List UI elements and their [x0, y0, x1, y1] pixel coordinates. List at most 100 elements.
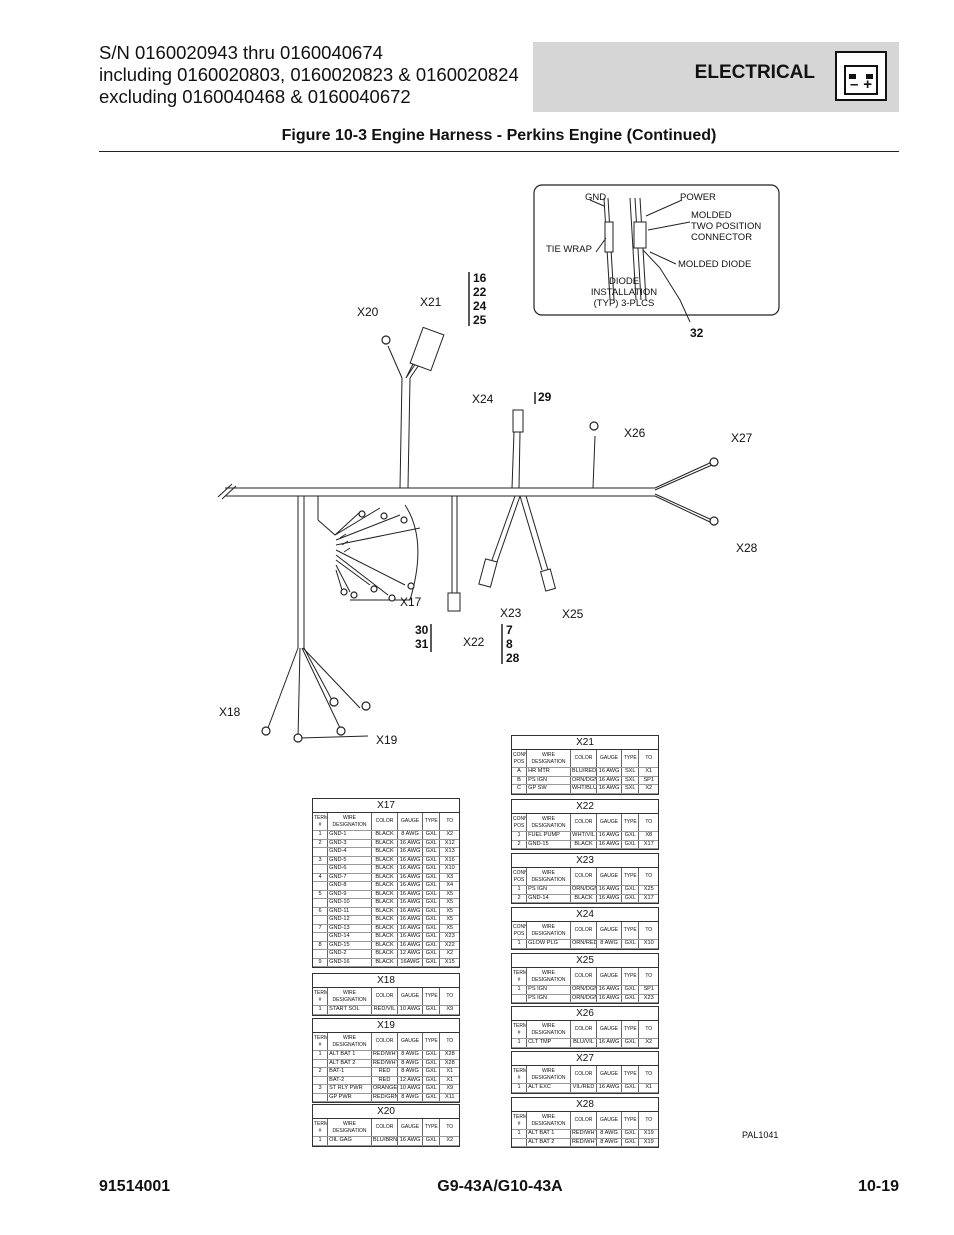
table-cell: GXL: [422, 949, 441, 959]
column-header: TO: [638, 1021, 658, 1039]
column-header: TO: [638, 968, 658, 986]
table-cell: X9: [439, 1084, 459, 1094]
table-cell: GXL: [422, 958, 441, 967]
table-cell: [313, 932, 329, 942]
column-header: TERM #: [313, 1033, 329, 1051]
column-header: CONN POS: [512, 750, 528, 768]
column-header: GAUGE: [397, 1033, 423, 1051]
section-header-box: ELECTRICAL – +: [533, 42, 899, 112]
table-cell: 12 AWG: [397, 949, 423, 959]
table-cell: GXL: [422, 1136, 441, 1146]
label-x22: X22: [463, 635, 485, 649]
column-header: TYPE: [621, 1021, 640, 1039]
table-cell: BLACK: [371, 847, 399, 857]
table-cell: 2: [512, 840, 528, 849]
column-header: GAUGE: [596, 868, 622, 886]
table-cell: 16 AWG: [397, 907, 423, 916]
table-cell: X5: [439, 924, 459, 933]
callout-29: 29: [538, 390, 552, 404]
column-header: CONN POS: [512, 922, 528, 940]
table-cell: 3: [313, 856, 329, 865]
table-cell: GXL: [422, 1093, 441, 1102]
table-cell: X28: [439, 1050, 459, 1060]
column-header: TYPE: [422, 813, 441, 831]
table-cell: 5: [313, 890, 329, 899]
table-cell: PS IGN: [526, 994, 571, 1003]
column-header: GAUGE: [596, 750, 622, 768]
table-cell: GND-8: [327, 881, 372, 891]
table-cell: 16 AWG: [596, 994, 622, 1003]
callout-24: 24: [473, 299, 487, 313]
table-cell: HR MTR: [526, 767, 571, 777]
table-cell: 16 AWG: [397, 847, 423, 857]
label-x21: X21: [420, 295, 442, 309]
column-header: TYPE: [621, 814, 640, 832]
wire-table-title: X17: [313, 799, 459, 813]
table-cell: BAT-1: [327, 1067, 372, 1077]
table-cell: ALT BAT 1: [327, 1050, 372, 1060]
table-cell: GXL: [422, 907, 441, 916]
table-cell: BLACK: [371, 830, 399, 840]
table-cell: BLACK: [371, 881, 399, 891]
column-header: WIRE DESIGNATION: [526, 922, 571, 940]
column-header: WIRE DESIGNATION: [526, 1112, 571, 1130]
column-header: WIRE DESIGNATION: [526, 814, 571, 832]
serial-line-1: S/N 0160020943 thru 0160040674: [99, 42, 383, 63]
column-header: COLOR: [570, 750, 598, 768]
callout-8: 8: [506, 637, 513, 651]
wire-table-title: X28: [512, 1098, 658, 1112]
table-cell: BLACK: [371, 839, 399, 848]
column-header: TERM #: [512, 1112, 528, 1130]
table-cell: 1: [313, 1005, 329, 1015]
table-cell: 1: [313, 1136, 329, 1146]
table-cell: 8 AWG: [397, 830, 423, 840]
table-cell: 16 AWG: [397, 864, 423, 874]
table-cell: GXL: [422, 856, 441, 865]
table-cell: 16 AWG: [596, 885, 622, 895]
table-cell: X5: [439, 898, 459, 908]
wire-table-title: X19: [313, 1019, 459, 1033]
table-cell: ALT BAT 2: [526, 1138, 571, 1147]
column-header: TO: [439, 1033, 459, 1051]
table-cell: BLACK: [371, 924, 399, 933]
table-cell: 16AWG: [397, 958, 423, 967]
table-cell: GXL: [422, 890, 441, 899]
table-cell: 4: [313, 873, 329, 882]
diode-inset-frame: [533, 184, 780, 316]
table-cell: 10 AWG: [397, 1005, 423, 1015]
table-cell: [313, 1076, 329, 1085]
label-x24: X24: [472, 392, 494, 406]
table-cell: 8 AWG: [397, 1067, 423, 1077]
column-header: COLOR: [371, 988, 399, 1006]
column-header: WIRE DESIGNATION: [327, 1033, 372, 1051]
table-cell: WHT/VIL: [570, 831, 598, 841]
table-cell: GXL: [422, 1050, 441, 1060]
table-cell: GXL: [422, 881, 441, 891]
table-cell: BAT-2: [327, 1076, 372, 1085]
column-header: TYPE: [621, 922, 640, 940]
table-cell: X19: [638, 1138, 658, 1147]
table-cell: X2: [439, 1136, 459, 1146]
table-cell: [512, 1138, 528, 1147]
table-cell: GXL: [621, 1038, 640, 1048]
battery-terminal-neg: [849, 74, 856, 79]
table-cell: GXL: [422, 830, 441, 840]
table-cell: RED/VIL: [371, 1005, 399, 1015]
